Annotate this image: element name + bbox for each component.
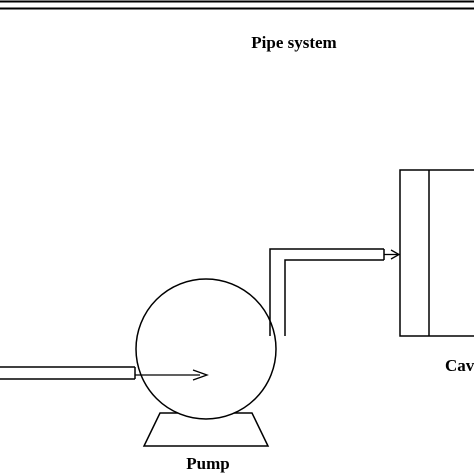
diagram-title: Pipe system	[251, 33, 336, 52]
cavity-label: Cav	[445, 356, 474, 375]
pump-casing	[135, 278, 277, 420]
flow-arrow	[135, 369, 209, 381]
inlet-pipe	[0, 366, 136, 380]
pump-label: Pump	[186, 454, 229, 473]
outlet-arrow	[384, 249, 401, 260]
cavity	[399, 169, 474, 337]
outlet-pipe	[269, 248, 385, 336]
